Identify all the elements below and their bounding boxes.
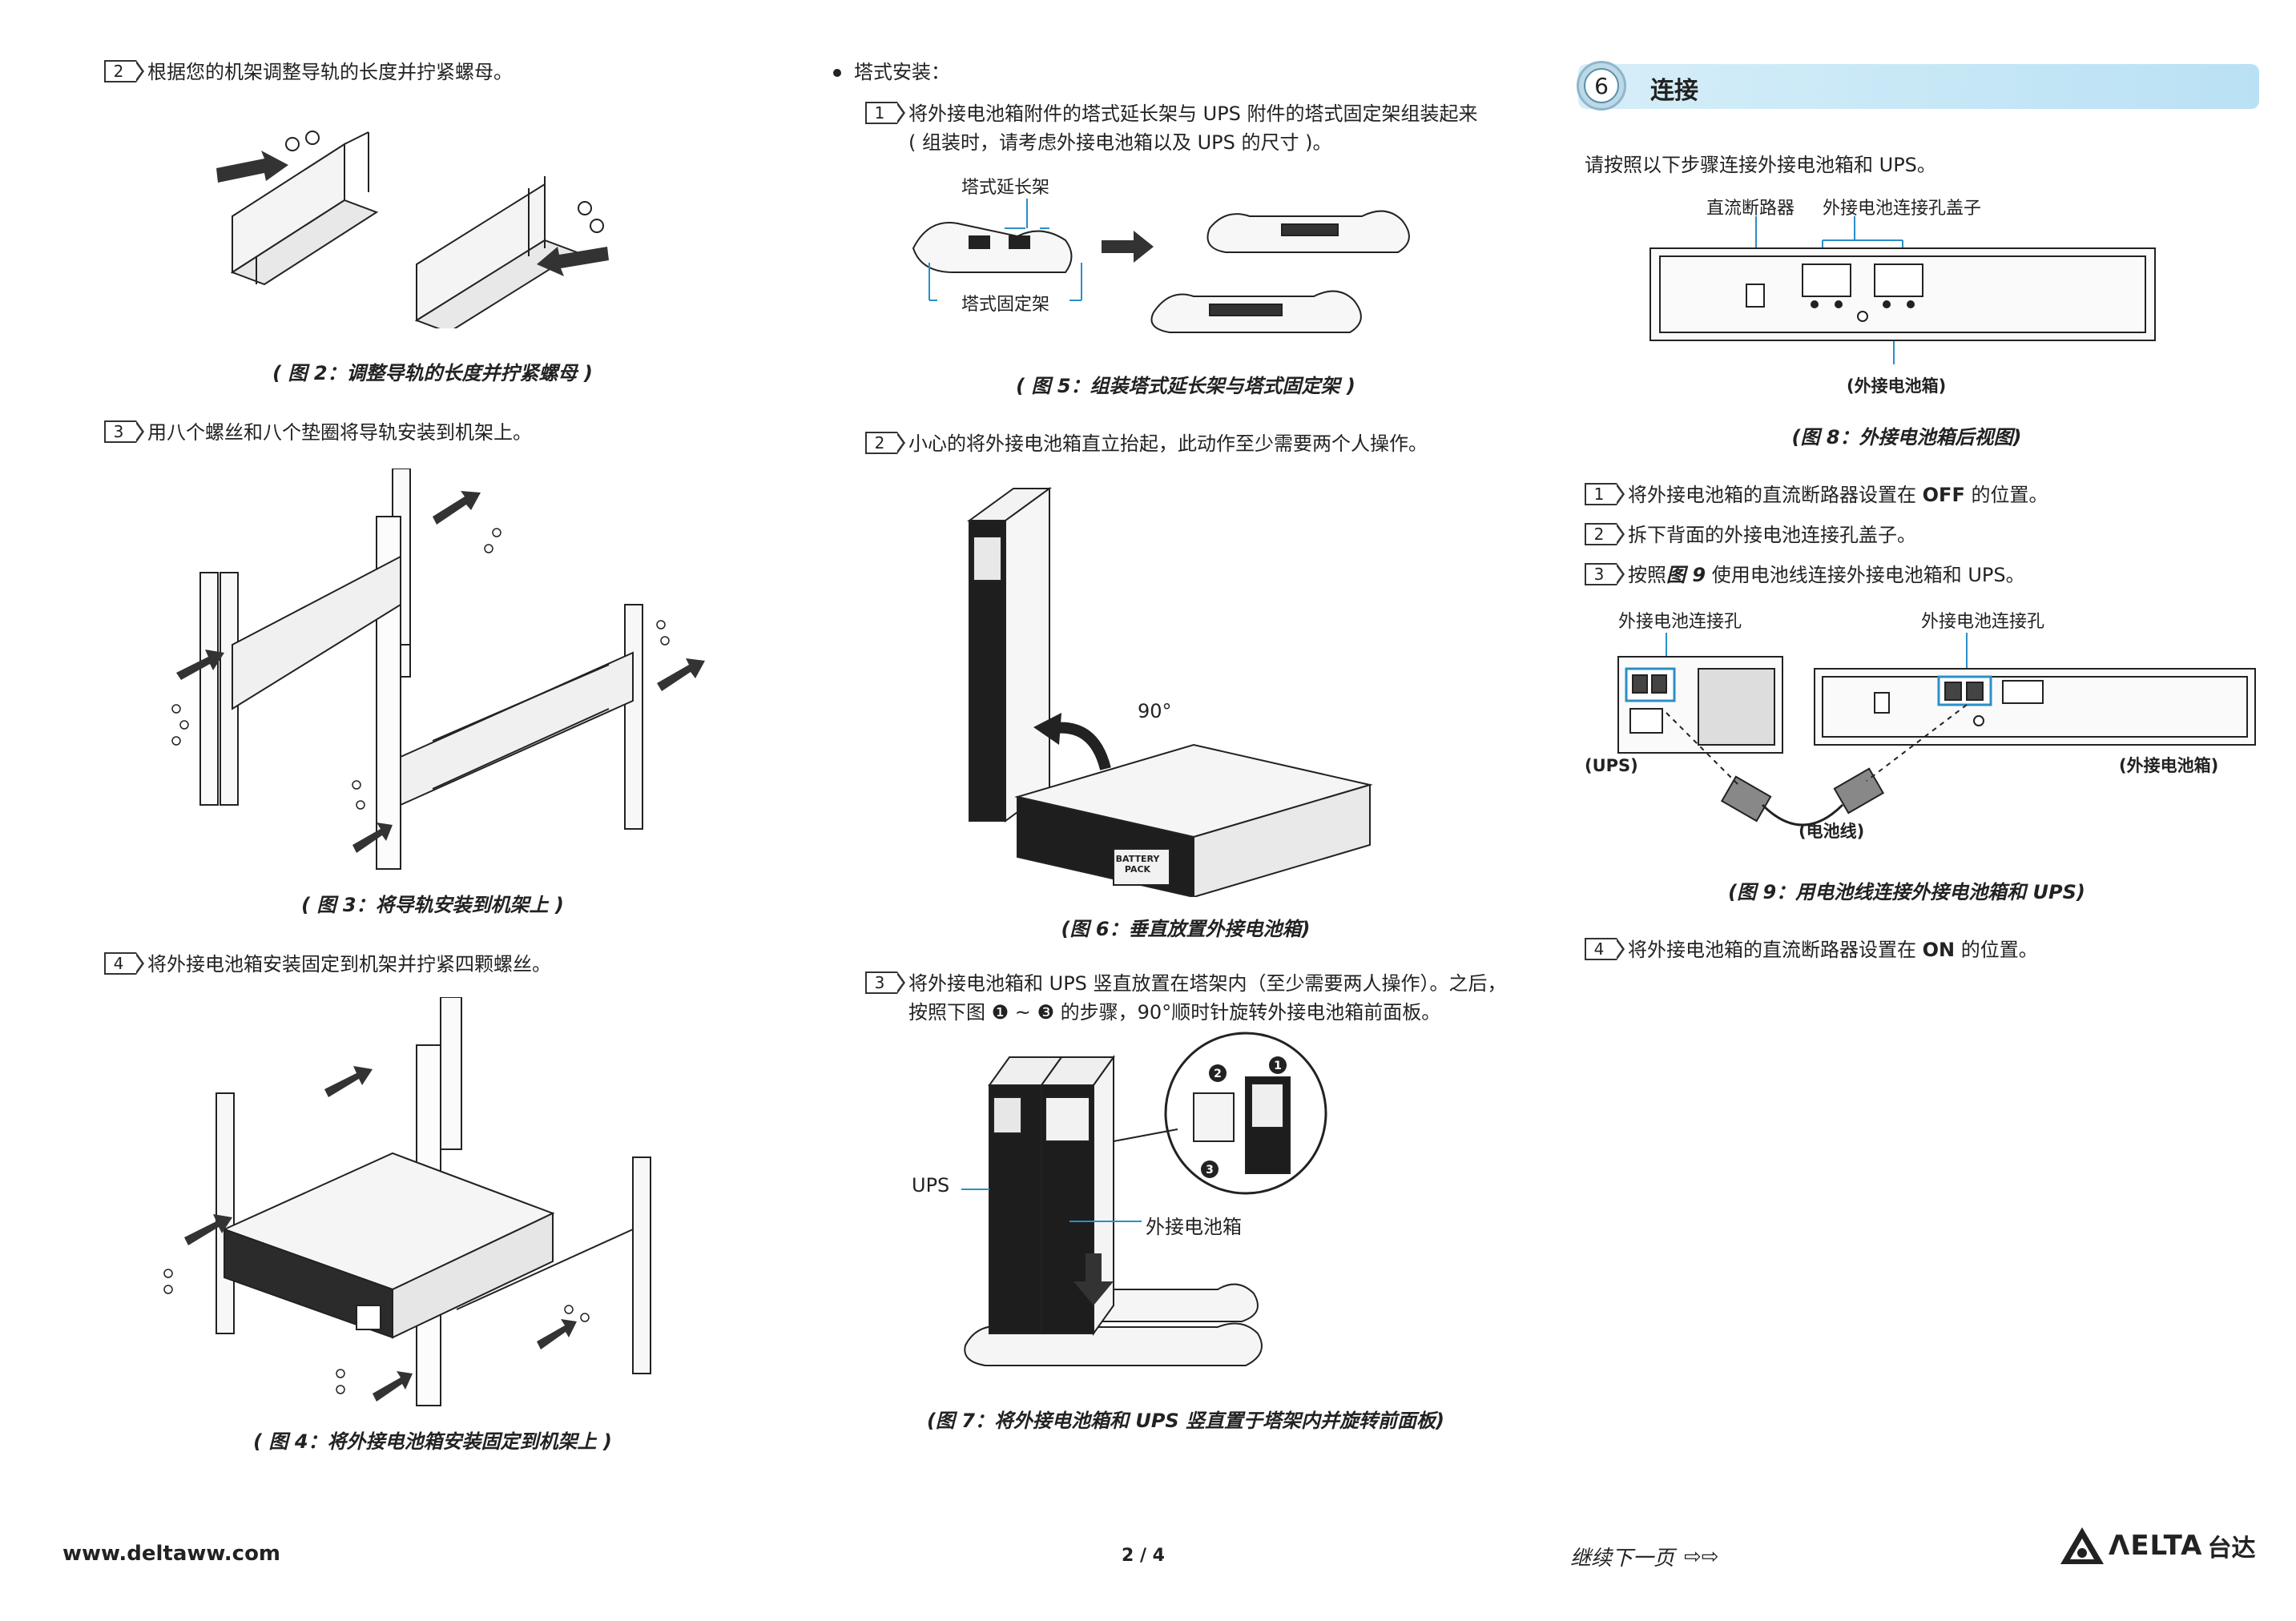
- continue-text: 继续下一页: [1570, 1547, 1675, 1571]
- svg-text:1: 1: [1274, 1060, 1282, 1072]
- step-number: 3: [865, 971, 905, 994]
- figure-5-tower-stand: [912, 199, 1410, 333]
- delta-triangle-icon: [2060, 1527, 2104, 1564]
- step-text: 小心的将外接电池箱直立抬起，此动作至少需要两个人操作。: [908, 432, 1428, 455]
- step-text: 根据您的机架调整导轨的长度并拧紧螺母。: [147, 61, 513, 83]
- step-text: 拆下背面的外接电池连接孔盖子。: [1628, 524, 1916, 546]
- delta-logo: ΛELTA 台达: [2059, 1526, 2255, 1566]
- label-battery-box-2: (外接电池箱): [2119, 756, 2219, 775]
- figure-9-cable-connection: [1617, 633, 2256, 827]
- step-text-line1: 将外接电池箱和 UPS 竖直放置在塔架内（至少需要两人操作）。之后，: [908, 972, 1507, 995]
- tower-install-bullet: 塔式安装：: [833, 58, 950, 86]
- step-text-line1: 将外接电池箱附件的塔式延长架与 UPS 附件的塔式固定架组装起来: [908, 103, 1478, 125]
- step-text: 用八个螺丝和八个垫圈将导轨安装到机架上。: [147, 421, 532, 444]
- figure-2-rail-adjust: [216, 131, 609, 328]
- bullet-text: 塔式安装：: [854, 61, 950, 83]
- step-2-adjust-rail: 2 根据您的机架调整导轨的长度并拧紧螺母。: [104, 58, 513, 86]
- tower-step-1: 1 将外接电池箱附件的塔式延长架与 UPS 附件的塔式固定架组装起来 ( 组装时…: [865, 99, 1478, 157]
- label-tower-fixed: 塔式固定架: [961, 295, 1050, 315]
- section-title: 连接: [1650, 77, 1698, 105]
- step-text: 将外接电池箱的直流断路器设置在: [1628, 484, 1923, 506]
- arrow-right-icon: ⇨⇨: [1684, 1544, 1719, 1569]
- figure-8-caption: (图 8：外接电池箱后视图): [1791, 426, 2022, 448]
- step-text-bold: OFF: [1922, 484, 1965, 506]
- footer-continue[interactable]: 继续下一页 ⇨⇨: [1570, 1542, 1719, 1571]
- label-port-left: 外接电池连接孔: [1618, 612, 1742, 632]
- label-battery-cable: (电池线): [1799, 822, 1865, 841]
- step-number: 4: [1585, 938, 1625, 960]
- figure-2-caption: ( 图 2：调整导轨的长度并拧紧螺母 ): [272, 362, 593, 384]
- svg-text:3: 3: [1206, 1164, 1214, 1177]
- figure-8-rear-view: [1649, 216, 2156, 364]
- tower-step-2: 2 小心的将外接电池箱直立抬起，此动作至少需要两个人操作。: [865, 429, 1428, 458]
- step-text-end: 使用电池线连接外接电池箱和 UPS。: [1706, 564, 2025, 586]
- connect-step-3: 3 按照图 9 使用电池线连接外接电池箱和 UPS。: [1585, 561, 2025, 589]
- connect-step-4: 4 将外接电池箱的直流断路器设置在 ON 的位置。: [1585, 935, 2038, 964]
- section-number-badge: 6: [1577, 61, 1626, 111]
- step-text-bold: 图 9: [1666, 564, 1706, 586]
- bullet-dot: [833, 69, 841, 77]
- brand-en: ΛELTA: [2109, 1530, 2203, 1562]
- step-number: 2: [1585, 523, 1625, 545]
- step-text: 按照: [1628, 564, 1666, 586]
- svg-text:2: 2: [1214, 1068, 1222, 1080]
- figure-3-rail-install: [171, 469, 705, 870]
- step-number: 3: [1585, 563, 1625, 585]
- figure-9-caption: (图 9：用电池线连接外接电池箱和 UPS): [1728, 881, 2085, 903]
- figure-5-caption: ( 图 5：组装塔式延长架与塔式固定架 ): [1016, 375, 1355, 397]
- fig7-battery-label: 外接电池箱: [1146, 1216, 1242, 1238]
- step-text: 将外接电池箱安装固定到机架并拧紧四颗螺丝。: [147, 953, 551, 975]
- step-number: 4: [104, 952, 144, 975]
- step-text-line2: ( 组装时，请考虑外接电池箱以及 UPS 的尺寸 )。: [908, 131, 1332, 154]
- figure-4-caption: ( 图 4：将外接电池箱安装固定到机架上 ): [253, 1430, 612, 1453]
- figure-6-upright-battery: [966, 487, 1373, 897]
- connect-step-1: 1 将外接电池箱的直流断路器设置在 OFF 的位置。: [1585, 481, 2048, 509]
- connect-step-2: 2 拆下背面的外接电池连接孔盖子。: [1585, 521, 1916, 549]
- step-number: 3: [104, 420, 144, 443]
- section-intro: 请按照以下步骤连接外接电池箱和 UPS。: [1585, 154, 1936, 176]
- step-number: 2: [865, 432, 905, 454]
- footer-website[interactable]: www.deltaww.com: [62, 1542, 281, 1566]
- figure-6-caption: (图 6：垂直放置外接电池箱): [1061, 918, 1311, 940]
- section-header-band: [1578, 64, 2259, 109]
- step-number: 1: [865, 102, 905, 124]
- step-3-install-rail: 3 用八个螺丝和八个垫圈将导轨安装到机架上。: [104, 418, 532, 447]
- label-battery-box: (外接电池箱): [1847, 376, 1947, 396]
- footer-page-number: 2 / 4: [1122, 1546, 1165, 1566]
- brand-cn: 台达: [2207, 1535, 2256, 1563]
- section-number: 6: [1584, 68, 1619, 103]
- figure-7-tower-placement: 1 2 3: [961, 1032, 1327, 1366]
- step-text-end: 的位置。: [1964, 484, 2048, 506]
- label-port-cover: 外接电池连接孔盖子: [1823, 199, 1982, 219]
- tower-step-3: 3 将外接电池箱和 UPS 竖直放置在塔架内（至少需要两人操作）。之后， 按照下…: [865, 969, 1507, 1027]
- label-dc-breaker: 直流断路器: [1706, 199, 1795, 219]
- step-4-mount-box: 4 将外接电池箱安装固定到机架并拧紧四颗螺丝。: [104, 950, 551, 979]
- figure-4-mount-battery-box: [163, 997, 651, 1406]
- step-text-line2: 按照下图 ❶ ~ ❸ 的步骤，90°顺时针旋转外接电池箱前面板。: [908, 1001, 1441, 1024]
- step-text: 将外接电池箱的直流断路器设置在: [1628, 939, 1923, 961]
- label-tower-extension: 塔式延长架: [961, 178, 1050, 198]
- label-ups: (UPS): [1585, 756, 1638, 775]
- figure-7-caption: (图 7：将外接电池箱和 UPS 竖直置于塔架内并旋转前面板): [926, 1410, 1445, 1432]
- battery-pack-label: BATTERY PACK: [1115, 854, 1160, 875]
- step-text-end: 的位置。: [1955, 939, 2038, 961]
- step-number: 2: [104, 60, 144, 82]
- step-text-bold: ON: [1922, 939, 1956, 961]
- column-middle: 塔式安装： 1 将外接电池箱附件的塔式延长架与 UPS 附件的塔式固定架组装起来…: [825, 0, 1546, 1522]
- column-left: 2 根据您的机架调整导轨的长度并拧紧螺母。 ( 图 2：调整导轨的长度并拧紧螺母…: [0, 0, 825, 1522]
- step-number: 1: [1585, 483, 1625, 505]
- label-port-right: 外接电池连接孔: [1921, 612, 2045, 632]
- fig7-ups-label: UPS: [912, 1174, 950, 1197]
- rotation-angle: 90°: [1138, 700, 1172, 722]
- column-right: 6 连接 请按照以下步骤连接外接电池箱和 UPS。 直流断路器 外接电池连接孔盖…: [1546, 0, 2296, 1522]
- figure-3-caption: ( 图 3：将导轨安装到机架上 ): [301, 894, 564, 916]
